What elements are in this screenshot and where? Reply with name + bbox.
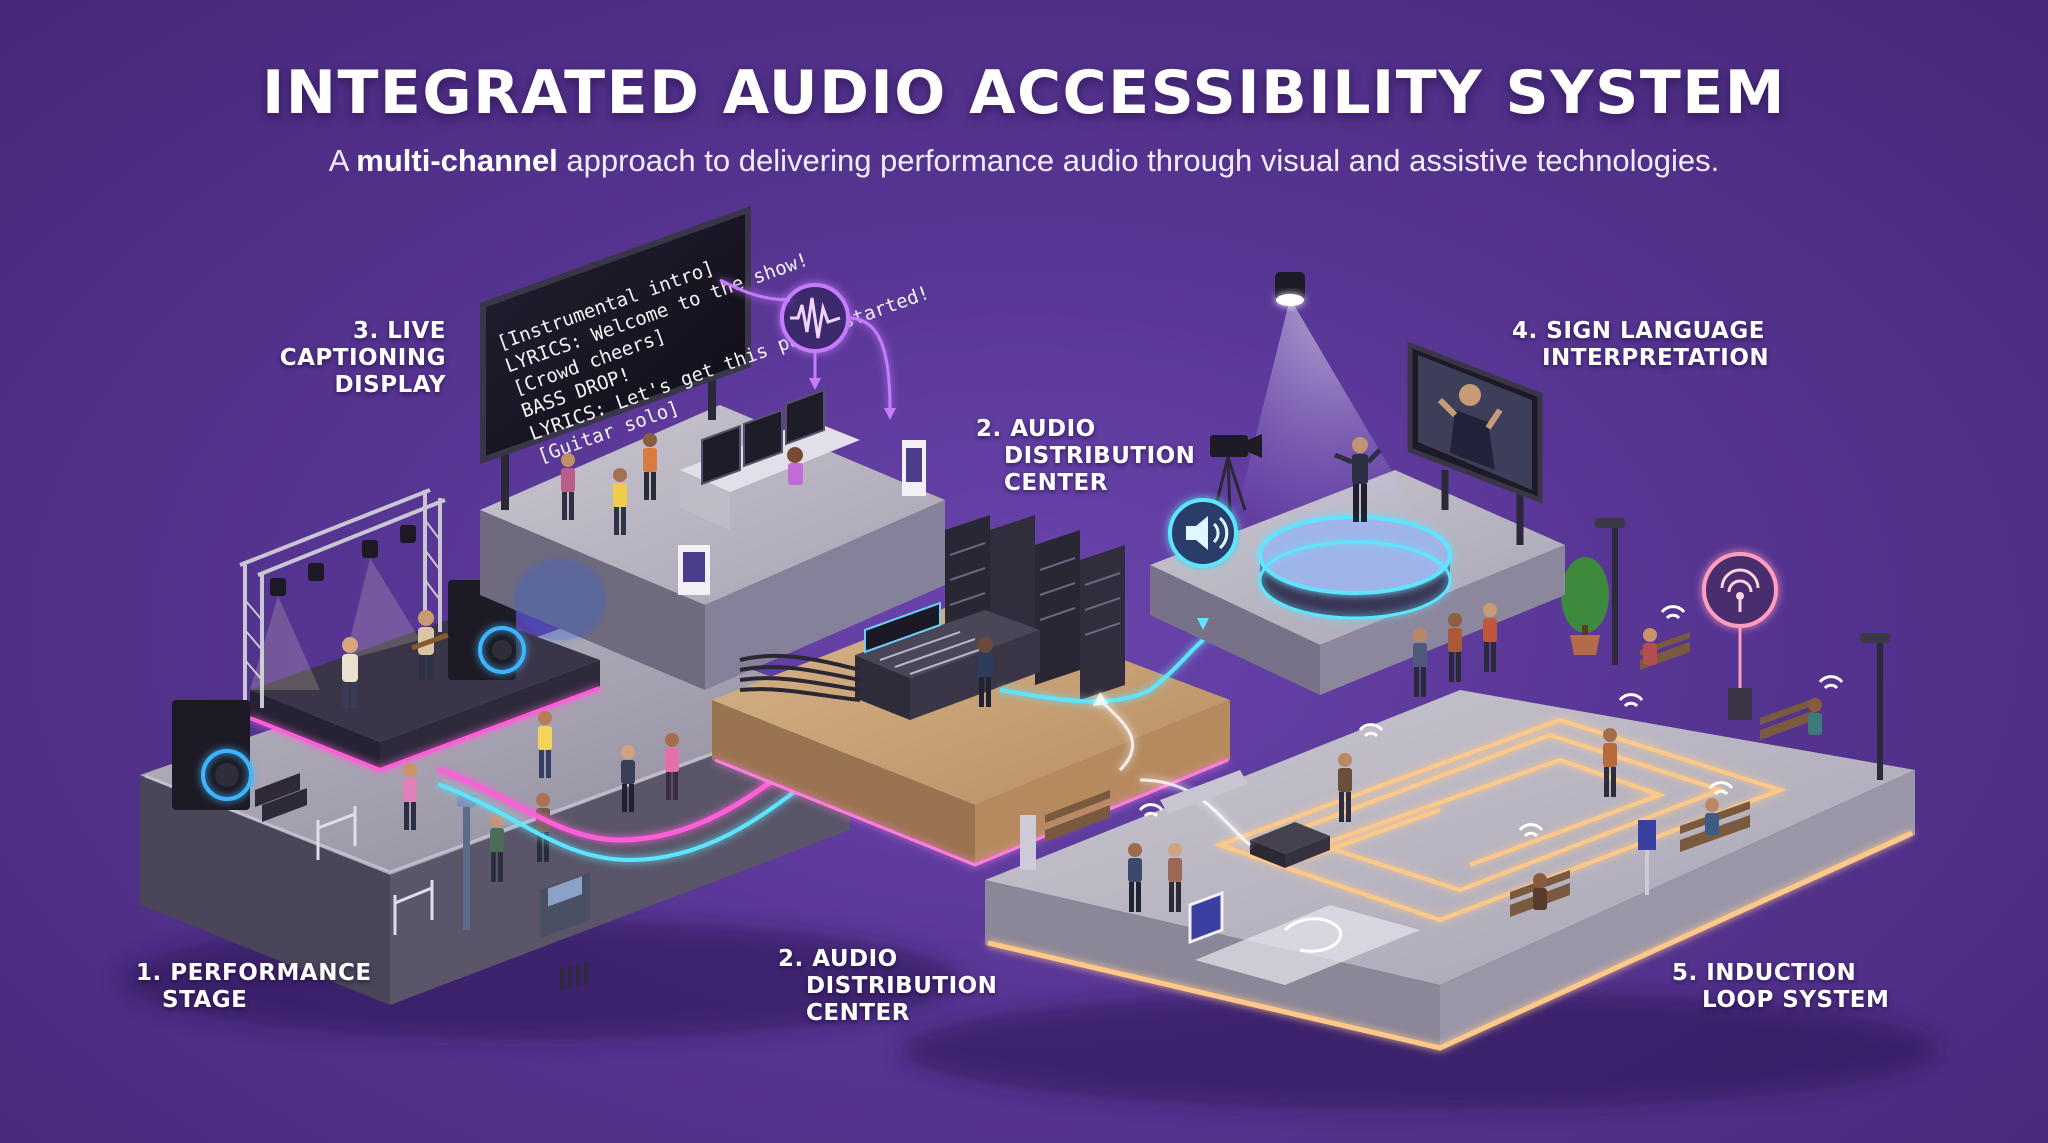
label-line: 4. SIGN LANGUAGE [1512,318,1765,344]
label-line: 3. LIVE [353,318,446,344]
loop-amplifier [1250,822,1330,868]
label-line: 1. PERFORMANCE [136,960,372,986]
info-kiosk-left [540,872,590,938]
interpreter-podium [1258,515,1452,620]
label-sign-language: 4. SIGN LANGUAGE INTERPRETATION [1512,318,1769,372]
label-audio-distribution-top: 2. AUDIO DISTRIBUTION CENTER [976,416,1195,497]
vent-grille [560,962,588,990]
loop-connector-pipe [1160,770,1248,814]
label-audio-distribution-bottom: 2. AUDIO DISTRIBUTION CENTER [778,946,997,1027]
label-performance-stage: 1. PERFORMANCE STAGE [136,960,372,1014]
kiosk-loop [1020,815,1036,870]
label-induction-loop: 5. INDUCTION LOOP SYSTEM [1672,960,1889,1014]
bench-3 [1045,790,1110,842]
label-line: 5. INDUCTION [1672,960,1857,986]
subtitle-bold: multi-channel [356,143,558,178]
platform-shadow-right [900,990,1940,1110]
stage-light-beams [250,558,420,690]
label-line: CENTER [1004,470,1108,496]
potted-tree [1561,557,1609,655]
stage-steps [255,773,307,822]
label-line: 2. AUDIO [778,946,898,972]
interpretation-monitor [1407,341,1543,545]
stage-lights [270,525,416,596]
spotlight-icon [1235,272,1435,545]
label-line: DISPLAY [334,372,446,398]
musician-guitarist [411,610,449,680]
wifi-icon [1138,605,1844,838]
speaker-right [448,580,526,680]
captioner-workstation [680,388,860,530]
audience-captioning [561,433,657,535]
label-line: CAPTIONING [279,345,446,371]
label-line: INTERPRETATION [1542,345,1770,371]
subtitle-prefix: A [328,143,357,178]
waveform-icon [719,278,896,420]
loop-signal-flow [1093,692,1251,847]
speaker-icon [1168,498,1238,630]
lamppost-2 [1860,633,1890,780]
bench-2 [1760,698,1815,740]
hearing-loop-icon [1702,552,1778,720]
label-line: STAGE [162,987,248,1013]
musician-singer [342,637,358,708]
accessibility-floor-marking [1195,905,1420,985]
page-subtitle: A multi-channel approach to delivering p… [0,143,2048,179]
accessibility-sign-1 [1638,820,1656,895]
sign-language-interpreter [1334,437,1382,522]
label-line: LOOP SYSTEM [1702,987,1890,1013]
lighting-truss [239,488,446,708]
info-sign-captioning [678,545,710,595]
info-sign-distribution [902,440,926,496]
crowd-barrier [316,806,434,935]
subtitle-suffix: approach to delivering performance audio… [557,143,1720,178]
audience-loop [1128,628,1822,912]
label-line: 2. AUDIO [976,416,1096,442]
label-live-captioning: 3. LIVE CAPTIONING DISPLAY [250,318,446,399]
mixing-console [855,601,1040,720]
speaker-left [172,700,253,810]
accessibility-sign-2 [1188,890,1224,945]
audience-left [403,711,679,882]
audience-sign-language [1413,603,1497,697]
camera-icon [1210,434,1262,513]
signal-cables [739,653,861,702]
label-line: DISTRIBUTION [806,973,998,999]
lamppost-1 [1595,518,1625,665]
label-line: CENTER [806,1000,910,1026]
page-title: INTEGRATED AUDIO ACCESSIBILITY SYSTEM [261,58,1787,128]
performance-stage-platform [140,615,850,1005]
label-line: DISTRIBUTION [1004,443,1196,469]
